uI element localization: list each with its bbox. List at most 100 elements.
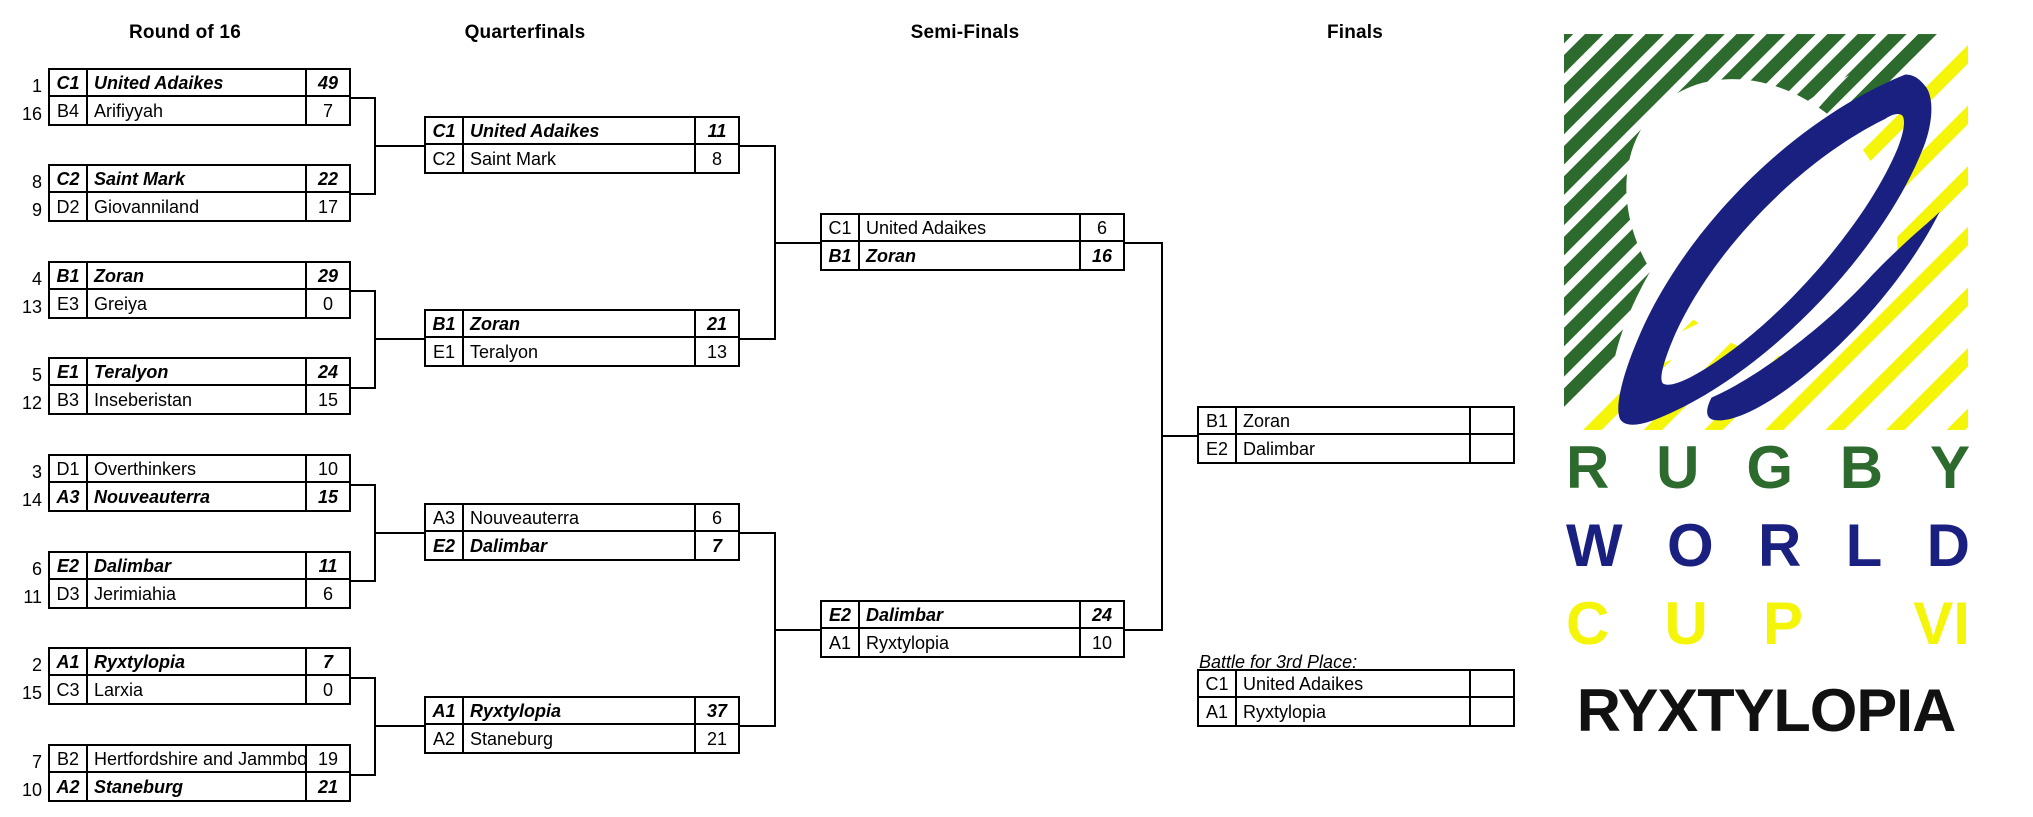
- team-row[interactable]: A3 Nouveauterra 15: [50, 483, 349, 510]
- team-code: A1: [822, 629, 860, 656]
- team-code: D3: [50, 580, 88, 607]
- logo-letter: R: [1757, 512, 1802, 579]
- match-r16-m8[interactable]: B2 Hertfordshire and Jammbo 19 A2 Staneb…: [48, 744, 351, 802]
- team-score: 15: [305, 483, 349, 510]
- seed-number: 12: [21, 393, 42, 413]
- match-r16-m3[interactable]: B1 Zoran 29 E3 Greiya 0: [48, 261, 351, 319]
- logo-letter: W: [1566, 512, 1623, 579]
- team-row[interactable]: B4 Arifiyyah 7: [50, 97, 349, 124]
- team-code: A1: [1199, 698, 1237, 725]
- team-row[interactable]: D2 Giovanniland 17: [50, 193, 349, 220]
- team-row[interactable]: E1 Teralyon 13: [426, 338, 738, 365]
- connector: [350, 193, 376, 195]
- team-name: Giovanniland: [94, 196, 200, 217]
- logo-letter: VI: [1913, 590, 1970, 657]
- logo-host-name: RYXTYLOPIA: [1576, 677, 1957, 744]
- team-row[interactable]: C1 United Adaikes 11: [426, 118, 738, 145]
- team-row[interactable]: C1 United Adaikes 49: [50, 70, 349, 97]
- team-score: 11: [694, 118, 738, 143]
- match-r16-m4[interactable]: E1 Teralyon 24 B3 Inseberistan 15: [48, 357, 351, 415]
- logo-letter: O: [1666, 512, 1714, 579]
- team-row[interactable]: A1 Ryxtylopia 37: [426, 698, 738, 725]
- match-r16-m1[interactable]: C1 United Adaikes 49 B4 Arifiyyah 7: [48, 68, 351, 126]
- team-row[interactable]: B2 Hertfordshire and Jammbo 19: [50, 746, 349, 773]
- seed-number: 6: [31, 559, 42, 579]
- team-row[interactable]: A2 Staneburg 21: [50, 773, 349, 800]
- match-final[interactable]: B1 Zoran E2 Dalimbar: [1197, 406, 1515, 464]
- team-row[interactable]: C1 United Adaikes 6: [822, 215, 1123, 242]
- team-row[interactable]: C2 Saint Mark 22: [50, 166, 349, 193]
- seed-number: 11: [23, 587, 42, 607]
- team-row[interactable]: A3 Nouveauterra 6: [426, 505, 738, 532]
- logo-line-rugby: R U G B Y: [1556, 438, 1976, 498]
- connector: [350, 677, 376, 679]
- team-name: Greiya: [94, 293, 148, 314]
- team-row[interactable]: D3 Jerimiahia 6: [50, 580, 349, 607]
- match-qf-m2[interactable]: B1 Zoran 21 E1 Teralyon 13: [424, 309, 740, 367]
- logo-letter: C: [1566, 590, 1610, 657]
- team-code: A3: [50, 483, 88, 510]
- match-r16-m6[interactable]: E2 Dalimbar 11 D3 Jerimiahia 6: [48, 551, 351, 609]
- team-row[interactable]: C2 Saint Mark 8: [426, 145, 738, 172]
- team-name: Jerimiahia: [94, 583, 177, 604]
- team-code: B1: [1199, 408, 1237, 433]
- team-row[interactable]: E2 Dalimbar: [1199, 435, 1513, 462]
- team-row[interactable]: E2 Dalimbar 11: [50, 553, 349, 580]
- team-code: E2: [426, 532, 464, 559]
- team-row[interactable]: A1 Ryxtylopia: [1199, 698, 1513, 725]
- team-row[interactable]: A1 Ryxtylopia 10: [822, 629, 1123, 656]
- team-score: [1469, 671, 1513, 696]
- seed-number: 14: [21, 490, 42, 510]
- logo-letter: Y: [1929, 434, 1970, 501]
- team-code: A2: [426, 725, 464, 752]
- connector: [350, 97, 376, 99]
- team-row[interactable]: C1 United Adaikes: [1199, 671, 1513, 698]
- team-score: 37: [694, 698, 738, 723]
- match-qf-m1[interactable]: C1 United Adaikes 11 C2 Saint Mark 8: [424, 116, 740, 174]
- team-score: 24: [1079, 602, 1123, 627]
- team-row[interactable]: E3 Greiya 0: [50, 290, 349, 317]
- team-score: 24: [305, 359, 349, 384]
- team-code: E2: [1199, 435, 1237, 462]
- team-name: United Adaikes: [1243, 673, 1364, 694]
- match-third-place[interactable]: C1 United Adaikes A1 Ryxtylopia: [1197, 669, 1515, 727]
- team-score: 10: [305, 456, 349, 481]
- team-row[interactable]: B1 Zoran 16: [822, 242, 1123, 269]
- logo-wordmark: R U G B Y W O R L D C U P VI RYXTYLOPIA: [1556, 438, 1976, 745]
- match-r16-m5[interactable]: D1 Overthinkers 10 A3 Nouveauterra 15: [48, 454, 351, 512]
- team-row[interactable]: D1 Overthinkers 10: [50, 456, 349, 483]
- team-row[interactable]: A1 Ryxtylopia 7: [50, 649, 349, 676]
- match-qf-m4[interactable]: A1 Ryxtylopia 37 A2 Staneburg 21: [424, 696, 740, 754]
- team-name: Teralyon: [94, 361, 169, 382]
- logo-letter: P: [1762, 590, 1803, 657]
- connector: [374, 725, 424, 727]
- connector: [374, 145, 424, 147]
- team-code: B1: [50, 263, 88, 288]
- connector: [350, 484, 376, 486]
- team-code: D1: [50, 456, 88, 481]
- team-name: Arifiyyah: [94, 100, 164, 121]
- team-row[interactable]: E2 Dalimbar 7: [426, 532, 738, 559]
- team-row[interactable]: B1 Zoran 29: [50, 263, 349, 290]
- team-row[interactable]: B1 Zoran: [1199, 408, 1513, 435]
- team-row[interactable]: C3 Larxia 0: [50, 676, 349, 703]
- team-name: United Adaikes: [94, 72, 224, 93]
- team-row[interactable]: B1 Zoran 21: [426, 311, 738, 338]
- team-row[interactable]: E1 Teralyon 24: [50, 359, 349, 386]
- team-row[interactable]: A2 Staneburg 21: [426, 725, 738, 752]
- team-row[interactable]: E2 Dalimbar 24: [822, 602, 1123, 629]
- connector: [374, 338, 424, 340]
- match-r16-m2[interactable]: C2 Saint Mark 22 D2 Giovanniland 17: [48, 164, 351, 222]
- team-code: E1: [426, 338, 464, 365]
- connector: [350, 290, 376, 292]
- match-sf-m2[interactable]: E2 Dalimbar 24 A1 Ryxtylopia 10: [820, 600, 1125, 658]
- team-row[interactable]: B3 Inseberistan 15: [50, 386, 349, 413]
- match-qf-m3[interactable]: A3 Nouveauterra 6 E2 Dalimbar 7: [424, 503, 740, 561]
- logo-letter: B: [1839, 434, 1884, 501]
- logo-letter: R: [1566, 434, 1610, 501]
- team-score: 6: [694, 505, 738, 530]
- match-r16-m7[interactable]: A1 Ryxtylopia 7 C3 Larxia 0: [48, 647, 351, 705]
- connector: [374, 532, 424, 534]
- team-name: Saint Mark: [94, 168, 186, 189]
- match-sf-m1[interactable]: C1 United Adaikes 6 B1 Zoran 16: [820, 213, 1125, 271]
